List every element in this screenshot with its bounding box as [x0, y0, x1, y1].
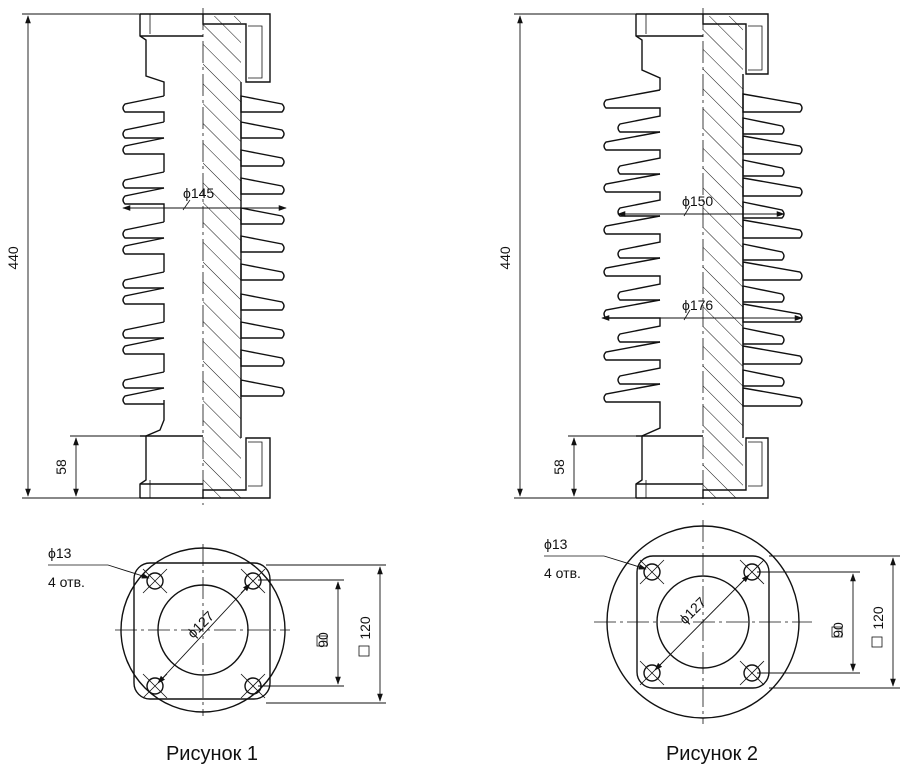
dimension-58-fig2: 58: [551, 435, 642, 497]
sheds-1-right: [240, 95, 285, 397]
insulator-1-plan-view: ϕ127 ϕ13 4 отв. 90 120: [48, 544, 386, 716]
dim-145-label: ϕ145: [183, 185, 214, 201]
hole-diameter-label-2: ϕ13: [544, 536, 568, 552]
dim-120-label-1: 120: [357, 616, 373, 640]
figure-2: 440 58 ϕ150 ϕ176: [497, 8, 900, 765]
dimension-440-fig2: 440: [497, 13, 705, 499]
hole-count-label-1: 4 отв.: [48, 574, 85, 590]
dim-90-label-2: 90: [830, 622, 846, 638]
dimension-176-fig2: ϕ176: [601, 297, 803, 321]
dimension-58-fig1: 58: [53, 435, 146, 497]
dimension-145-fig1: ϕ145: [122, 185, 287, 211]
dim-90-label-1: 90: [315, 632, 331, 648]
hole-count-label-2: 4 отв.: [544, 565, 581, 581]
insulator-2-side-view: [603, 8, 803, 505]
bolt-holes-1: [142, 568, 266, 699]
top-flange-2: [636, 13, 769, 75]
figure-1: 440 58 ϕ145: [5, 8, 386, 765]
dim-150-label: ϕ150: [682, 193, 713, 209]
insulator-2-plan-view: ϕ127 ϕ13 4 отв. 90 120: [544, 520, 900, 724]
dim-58-label-1: 58: [53, 459, 69, 475]
sheds-2-left: [603, 89, 661, 410]
bottom-flange-2: [636, 437, 769, 499]
dim-440-label-1: 440: [5, 246, 21, 270]
sheds-2-right: [742, 93, 803, 407]
caption-figure-2: Рисунок 2: [666, 743, 758, 765]
sheds-1-left: [122, 95, 165, 405]
section-hatch-2: [703, 16, 743, 498]
insulator-1-side-view: [122, 8, 285, 505]
dimension-150-fig2: ϕ150: [617, 193, 785, 217]
dim-176-label: ϕ176: [682, 297, 713, 313]
section-hatch-1: [203, 16, 241, 498]
dimension-440-fig1: 440: [5, 13, 205, 499]
dim-120-label-2: 120: [870, 606, 886, 630]
dim-440-label-2: 440: [497, 246, 513, 270]
caption-figure-1: Рисунок 1: [166, 743, 258, 765]
dim-58-label-2: 58: [551, 459, 567, 475]
hole-diameter-label-1: ϕ13: [48, 545, 72, 561]
